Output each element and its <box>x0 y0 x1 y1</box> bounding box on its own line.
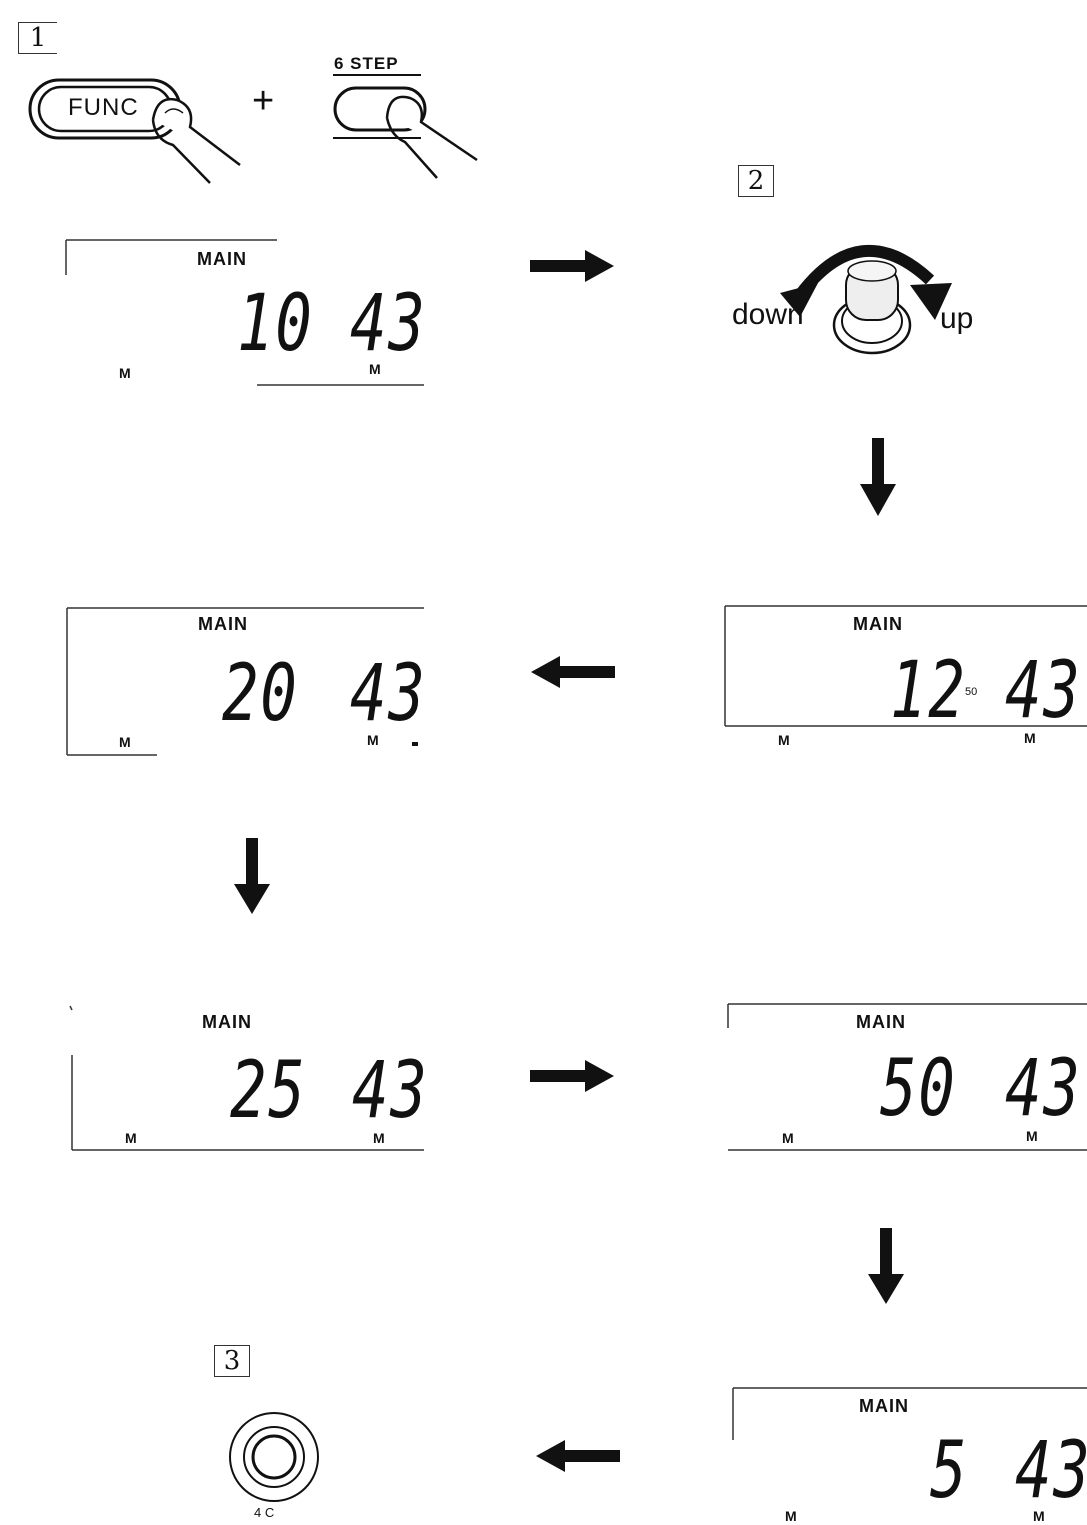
lcd-main-label: MAIN <box>202 1012 252 1032</box>
lcd-right-m: M <box>373 1130 385 1146</box>
lcd-right-m: M <box>367 732 379 748</box>
lcd-digits: 10 <box>237 279 314 369</box>
lcd-sub-value: 50 <box>965 686 978 698</box>
lcd-right-m: M <box>1024 730 1036 746</box>
lcd-value: 43 <box>352 1046 429 1136</box>
round-button-illustration <box>229 1412 319 1502</box>
arrow-left-icon <box>536 1440 620 1472</box>
lcd-main-label: MAIN <box>198 614 248 634</box>
arrow-down-icon <box>860 438 896 516</box>
lcd-main-label: MAIN <box>853 614 903 634</box>
lcd-display-4: MAIN 25 43 M M <box>62 1000 432 1160</box>
lcd-value: 43 <box>1015 1426 1087 1516</box>
rotary-knob-illustration <box>780 244 952 355</box>
plus-sign: + <box>252 80 275 122</box>
lcd-left-m: M <box>119 734 131 750</box>
lcd-digits: 12 <box>890 646 967 736</box>
lcd-left-m: M <box>785 1508 797 1524</box>
lcd-display-5: MAIN 50 43 M M <box>720 998 1087 1158</box>
lcd-display-6: MAIN 5 43 M M <box>725 1380 1087 1525</box>
step-button-caption: 6 STEP <box>334 54 399 73</box>
lcd-right-m: M <box>369 361 381 377</box>
arrow-down-icon <box>234 838 270 914</box>
func-button-label: FUNC <box>68 94 139 121</box>
step-2-marker: 2 <box>738 165 774 197</box>
round-button-caption: 4 C <box>254 1505 275 1520</box>
arrow-down-icon <box>868 1228 904 1304</box>
lcd-main-label: MAIN <box>859 1396 909 1416</box>
lcd-indicator-dot <box>412 742 418 746</box>
lcd-main-label: MAIN <box>197 249 247 269</box>
lcd-main-label: MAIN <box>856 1012 906 1032</box>
lcd-right-m: M <box>1026 1128 1038 1144</box>
step-3-marker: 3 <box>214 1345 250 1377</box>
arrow-left-icon <box>531 656 615 688</box>
knob-down-label: down <box>732 298 804 331</box>
lcd-left-m: M <box>119 365 131 381</box>
step-button-illustration <box>333 74 478 179</box>
arrow-right-icon <box>530 250 614 282</box>
func-button-illustration <box>28 78 241 184</box>
lcd-digits: 50 <box>880 1044 957 1134</box>
lcd-value: 43 <box>1005 646 1082 736</box>
arrow-right-icon <box>530 1060 614 1092</box>
lcd-right-m: M <box>1033 1508 1045 1524</box>
lcd-value: 43 <box>1005 1044 1082 1134</box>
lcd-left-m: M <box>125 1130 137 1146</box>
lcd-value: 43 <box>350 279 427 369</box>
lcd-display-3: MAIN 20 43 M M <box>62 600 432 760</box>
lcd-left-m: M <box>778 732 790 748</box>
lcd-digits: 25 <box>230 1046 307 1136</box>
lcd-digits: 20 <box>222 649 299 739</box>
lcd-value: 43 <box>350 649 427 739</box>
step-1-marker: 1 <box>18 22 57 54</box>
lcd-display-2: MAIN 12 50 43 M M <box>720 600 1087 760</box>
lcd-display-1: MAIN 10 43 M M <box>62 235 432 395</box>
lcd-digits: 5 <box>930 1426 969 1516</box>
lcd-left-m: M <box>782 1130 794 1146</box>
knob-up-label: up <box>940 302 974 335</box>
